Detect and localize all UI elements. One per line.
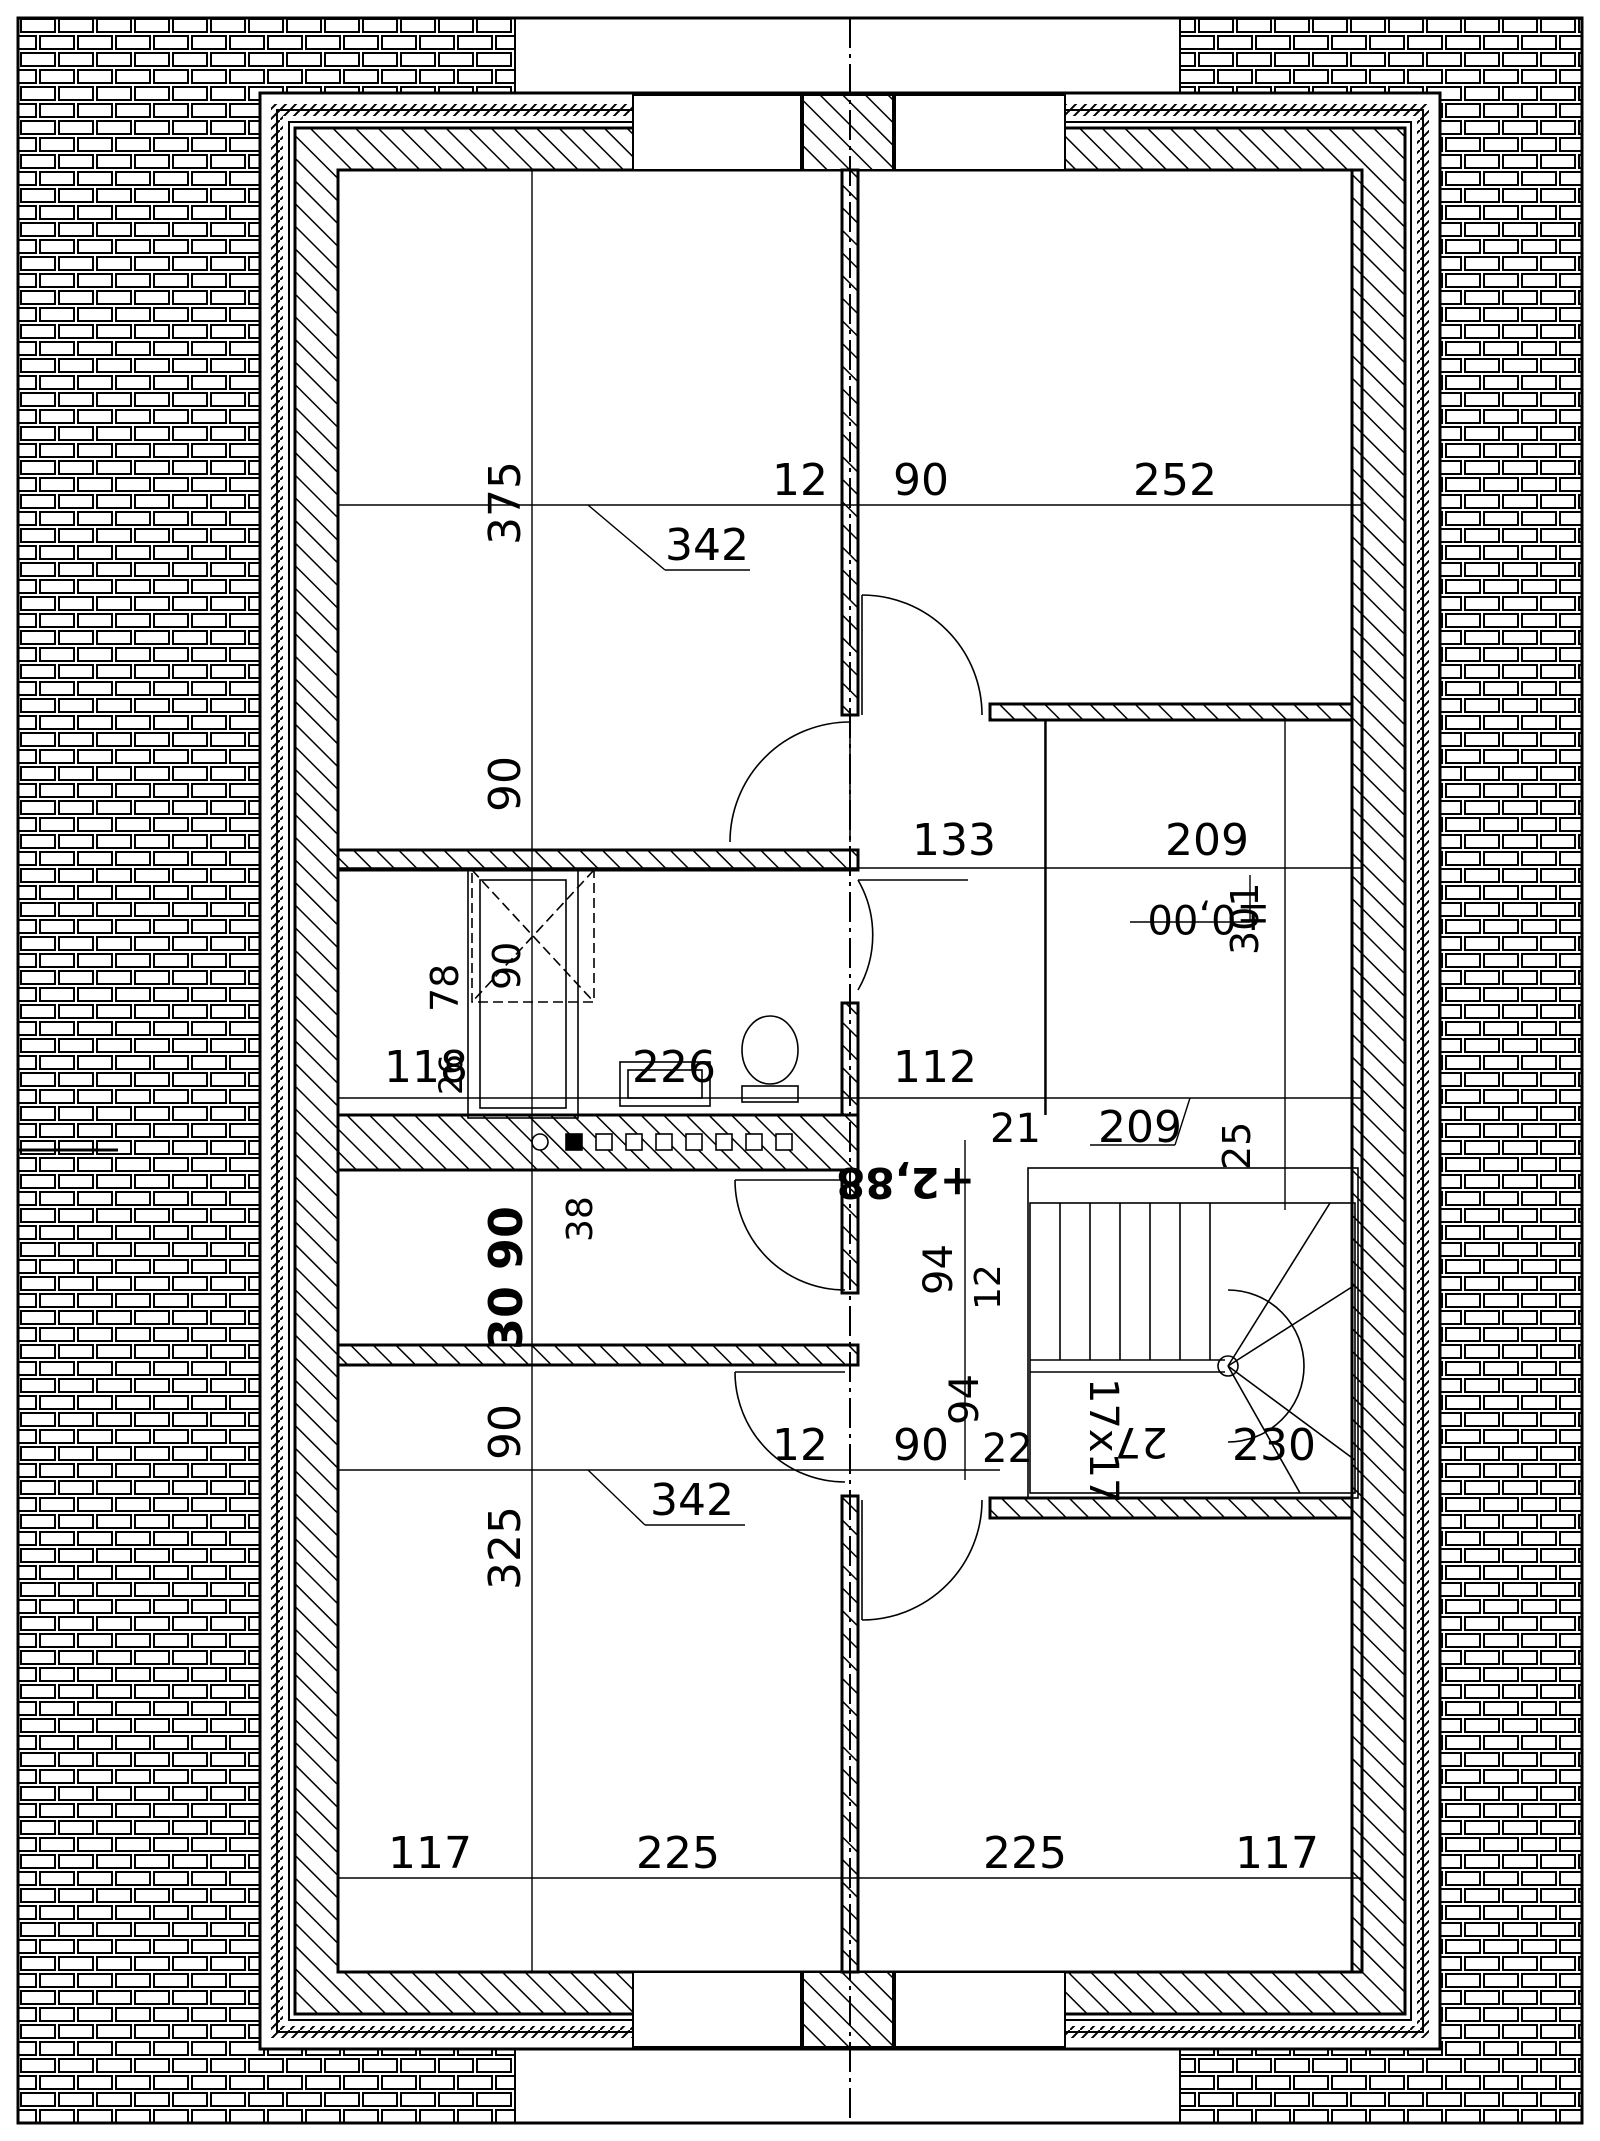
shower-tray — [471, 869, 595, 1003]
dim-90-left-upper: 90 — [480, 756, 531, 812]
dimension-labels: 375 12 90 252 342 90 133 209 ±0,00 301 7… — [384, 455, 1319, 1879]
dim-90-bath: 90 — [485, 942, 529, 990]
level-upper: ±0,00 — [1147, 895, 1270, 941]
dim-38: 38 — [560, 1196, 601, 1242]
dim-117-right: 117 — [1235, 1828, 1319, 1879]
dim-225-left: 225 — [636, 1828, 720, 1879]
dim-90-lower: 90 — [893, 1420, 949, 1471]
dim-94-b: 94 — [942, 1374, 988, 1425]
ventilation-ducts — [531, 1133, 793, 1151]
dimension-lines — [338, 170, 1362, 1972]
washbasin — [619, 1061, 711, 1107]
dim-90-left-lower: 90 — [480, 1404, 531, 1460]
dim-375: 375 — [480, 461, 531, 545]
dim-30-bold: 30 — [479, 1286, 533, 1350]
dim-118: 118 — [384, 1042, 468, 1093]
dim-78: 78 — [423, 964, 467, 1012]
dim-90-top: 90 — [893, 455, 949, 506]
dim-21: 21 — [990, 1106, 1041, 1152]
interior-walls — [336, 168, 1364, 1974]
dim-226: 226 — [632, 1042, 716, 1093]
stair-27: 27 — [1115, 1418, 1168, 1467]
dim-209-bottom: 209 — [1098, 1102, 1182, 1153]
dim-342-lower: 342 — [650, 1475, 734, 1526]
dim-209-top: 209 — [1165, 815, 1249, 866]
dim-301: 301 — [1223, 882, 1267, 955]
staircase — [1027, 1167, 1359, 1499]
dim-230: 230 — [1232, 1420, 1316, 1471]
dim-133: 133 — [912, 815, 996, 866]
dim-12-top: 12 — [772, 455, 828, 506]
bathroom-fixtures — [467, 869, 799, 1151]
dim-22: 22 — [982, 1426, 1033, 1472]
dim-12-lower: 12 — [772, 1420, 828, 1471]
dim-325: 325 — [480, 1506, 531, 1590]
dim-12-rot: 12 — [968, 1264, 1009, 1310]
stair-17x17: 17x17 — [1080, 1378, 1126, 1503]
level-lower: +2,88 — [836, 1158, 975, 1207]
dim-342-top: 342 — [665, 520, 749, 571]
dim-94-a: 94 — [916, 1244, 962, 1295]
dim-252: 252 — [1133, 455, 1217, 506]
dim-25: 25 — [1215, 1122, 1259, 1170]
dim-26: 26 — [432, 1054, 470, 1095]
toilet — [741, 1015, 799, 1085]
dim-90-bold: 90 — [479, 1206, 533, 1270]
dim-225-right: 225 — [983, 1828, 1067, 1879]
dim-117-left: 117 — [388, 1828, 472, 1879]
doors — [729, 594, 1046, 1621]
dim-112: 112 — [893, 1042, 977, 1093]
